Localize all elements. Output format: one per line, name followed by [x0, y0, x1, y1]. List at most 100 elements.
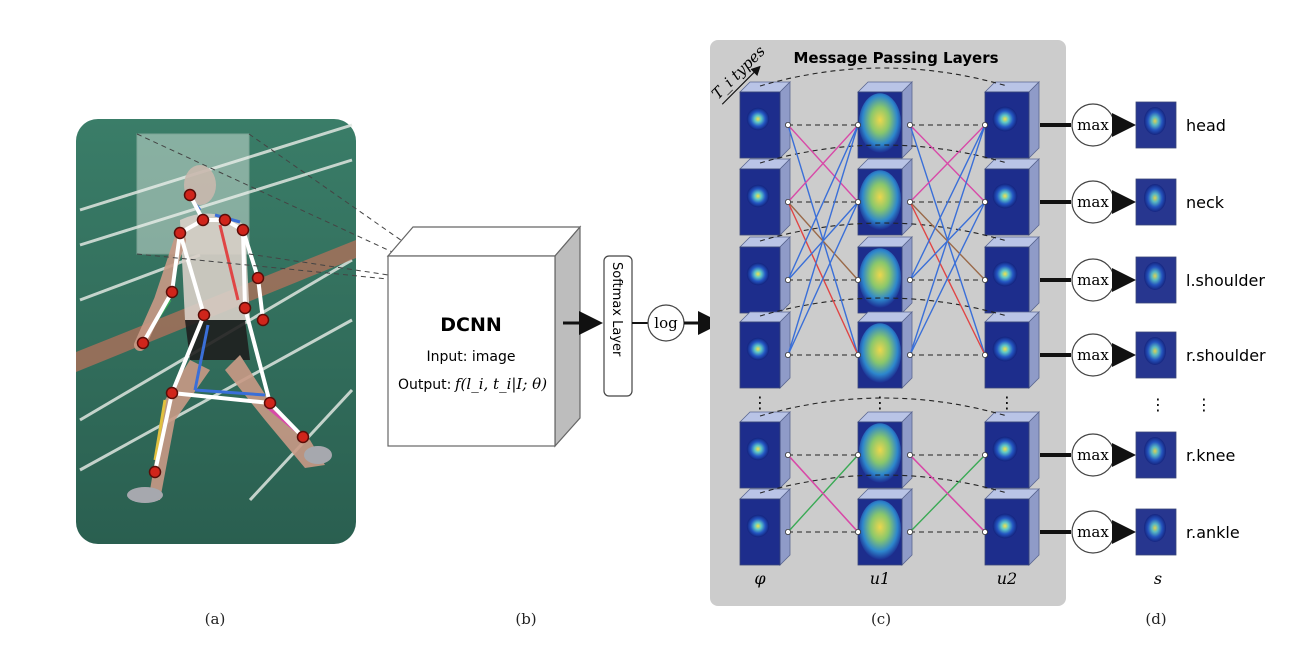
phi-heatmap-3 — [739, 311, 791, 389]
caption-c: (c) — [871, 610, 891, 628]
ellipsis-u1: ⋮ — [872, 393, 888, 412]
caption-a: (a) — [205, 610, 226, 628]
caption-b: (b) — [515, 610, 536, 628]
node-u1-in-3 — [855, 351, 862, 358]
node-phi-1 — [785, 198, 792, 205]
output-row-5: max r.ankle — [1040, 508, 1240, 556]
node-u1-in-0 — [855, 122, 862, 129]
dcnn-output-formula: f(l_i, t_i|I; θ) — [454, 375, 547, 393]
skip-arc-3 — [759, 297, 1008, 317]
joint-l-knee — [263, 396, 277, 410]
label-phi: φ — [754, 569, 766, 588]
log-node: log — [647, 304, 685, 342]
phi-heatmap-1 — [739, 158, 791, 236]
u1-heatmap-2 — [857, 236, 913, 314]
cross-edge-l2-7 — [909, 201, 986, 356]
label-u2: u2 — [997, 569, 1017, 588]
joint-head — [183, 188, 197, 202]
ellipsis-phi: ⋮ — [752, 393, 768, 412]
u2-heatmap-3 — [984, 311, 1040, 389]
joint-l-ankle — [296, 430, 310, 444]
max-label: max — [1077, 271, 1109, 289]
node-u2-in-4 — [982, 451, 989, 458]
node-u2-in-5 — [982, 529, 989, 536]
skip-arc-2 — [759, 222, 1008, 242]
u1-heatmap-4 — [857, 411, 913, 489]
joint-l-hip — [238, 301, 252, 315]
joint-l-shoulder — [236, 223, 250, 237]
skeleton — [141, 193, 305, 474]
joint-neck — [196, 213, 210, 227]
log-label: log — [654, 314, 678, 332]
u2-heatmap-1 — [984, 158, 1040, 236]
softmax-label: Softmax Layer — [609, 262, 624, 357]
u2-heatmap-5 — [984, 488, 1040, 566]
mp-title: Message Passing Layers — [793, 49, 998, 67]
joint-r-wrist — [136, 336, 150, 350]
cross-edge-l2-8 — [909, 124, 986, 356]
part-label-0: head — [1186, 116, 1226, 135]
max-label: max — [1077, 446, 1109, 464]
max-label: max — [1077, 346, 1109, 364]
part-label-1: neck — [1186, 193, 1225, 212]
u1-heatmap-3 — [857, 311, 913, 389]
caption-d: (d) — [1145, 610, 1166, 628]
label-u1: u1 — [870, 569, 890, 588]
cross-edge-l1-5 — [787, 124, 859, 281]
max-label: max — [1077, 193, 1109, 211]
node-u1-in-5 — [855, 529, 862, 536]
node-u1-out-4 — [907, 451, 914, 458]
cross-edge-l2-11 — [909, 454, 986, 533]
phi-heatmap-2 — [739, 236, 791, 314]
output-row-4: max r.knee — [1040, 431, 1235, 479]
phi-heatmap-4 — [739, 411, 791, 489]
node-u2-in-0 — [982, 122, 989, 129]
node-u1-in-4 — [855, 451, 862, 458]
cross-edge-l1-11 — [787, 454, 859, 533]
cross-edge-l1-2 — [787, 124, 859, 203]
input-photo-panel — [76, 119, 356, 544]
node-phi-3 — [785, 351, 792, 358]
joint-r-shoulder — [173, 226, 187, 240]
u1-heatmap-1 — [857, 158, 913, 236]
joint-r-knee — [165, 386, 179, 400]
node-u1-out-0 — [907, 122, 914, 129]
dcnn-output-prefix: Output: — [398, 377, 451, 393]
max-label: max — [1077, 523, 1109, 541]
part-label-5: r.ankle — [1186, 523, 1240, 542]
node-u2-in-3 — [982, 351, 989, 358]
message-passing-panel: Message Passing Layers T_i types ⋮⋮⋮ φ u… — [708, 40, 1066, 606]
joint-neck-r — [218, 213, 232, 227]
part-label-4: r.knee — [1186, 446, 1235, 465]
output-row-2: max l.shoulder — [1040, 256, 1265, 304]
node-u1-out-2 — [907, 276, 914, 283]
output-row-1: max neck — [1040, 178, 1225, 226]
output-heatmap-peak — [1144, 184, 1166, 212]
joint-r-ankle — [148, 465, 162, 479]
part-label-2: l.shoulder — [1186, 271, 1265, 290]
node-u1-out-5 — [907, 529, 914, 536]
joint-l-wrist — [256, 313, 270, 327]
node-u1-out-3 — [907, 351, 914, 358]
softmax-layer: Softmax Layer — [603, 255, 633, 397]
u2-heatmap-4 — [984, 411, 1040, 489]
joint-r-elbow — [165, 285, 179, 299]
node-u1-in-1 — [855, 198, 862, 205]
output-heatmap-peak — [1144, 437, 1166, 465]
node-phi-4 — [785, 451, 792, 458]
output-row-3: max r.shoulder — [1040, 331, 1266, 379]
output-heatmap-peak — [1144, 107, 1166, 135]
part-label-3: r.shoulder — [1186, 346, 1266, 365]
out-ellipsis-2: ⋮ — [1196, 395, 1212, 414]
node-u1-in-2 — [855, 276, 862, 283]
u1-heatmap-0 — [857, 81, 913, 159]
output-column: max head max neck max l.shoulder max r.shoulder… — [1040, 101, 1266, 556]
skip-arc-4 — [759, 397, 1008, 417]
skip-arc-5 — [759, 474, 1008, 494]
node-phi-2 — [785, 276, 792, 283]
cross-edge-l2-5 — [909, 124, 986, 281]
u2-heatmap-2 — [984, 236, 1040, 314]
node-u1-out-1 — [907, 198, 914, 205]
u1-heatmap-5 — [857, 488, 913, 566]
cross-edge-l1-8 — [787, 124, 859, 356]
